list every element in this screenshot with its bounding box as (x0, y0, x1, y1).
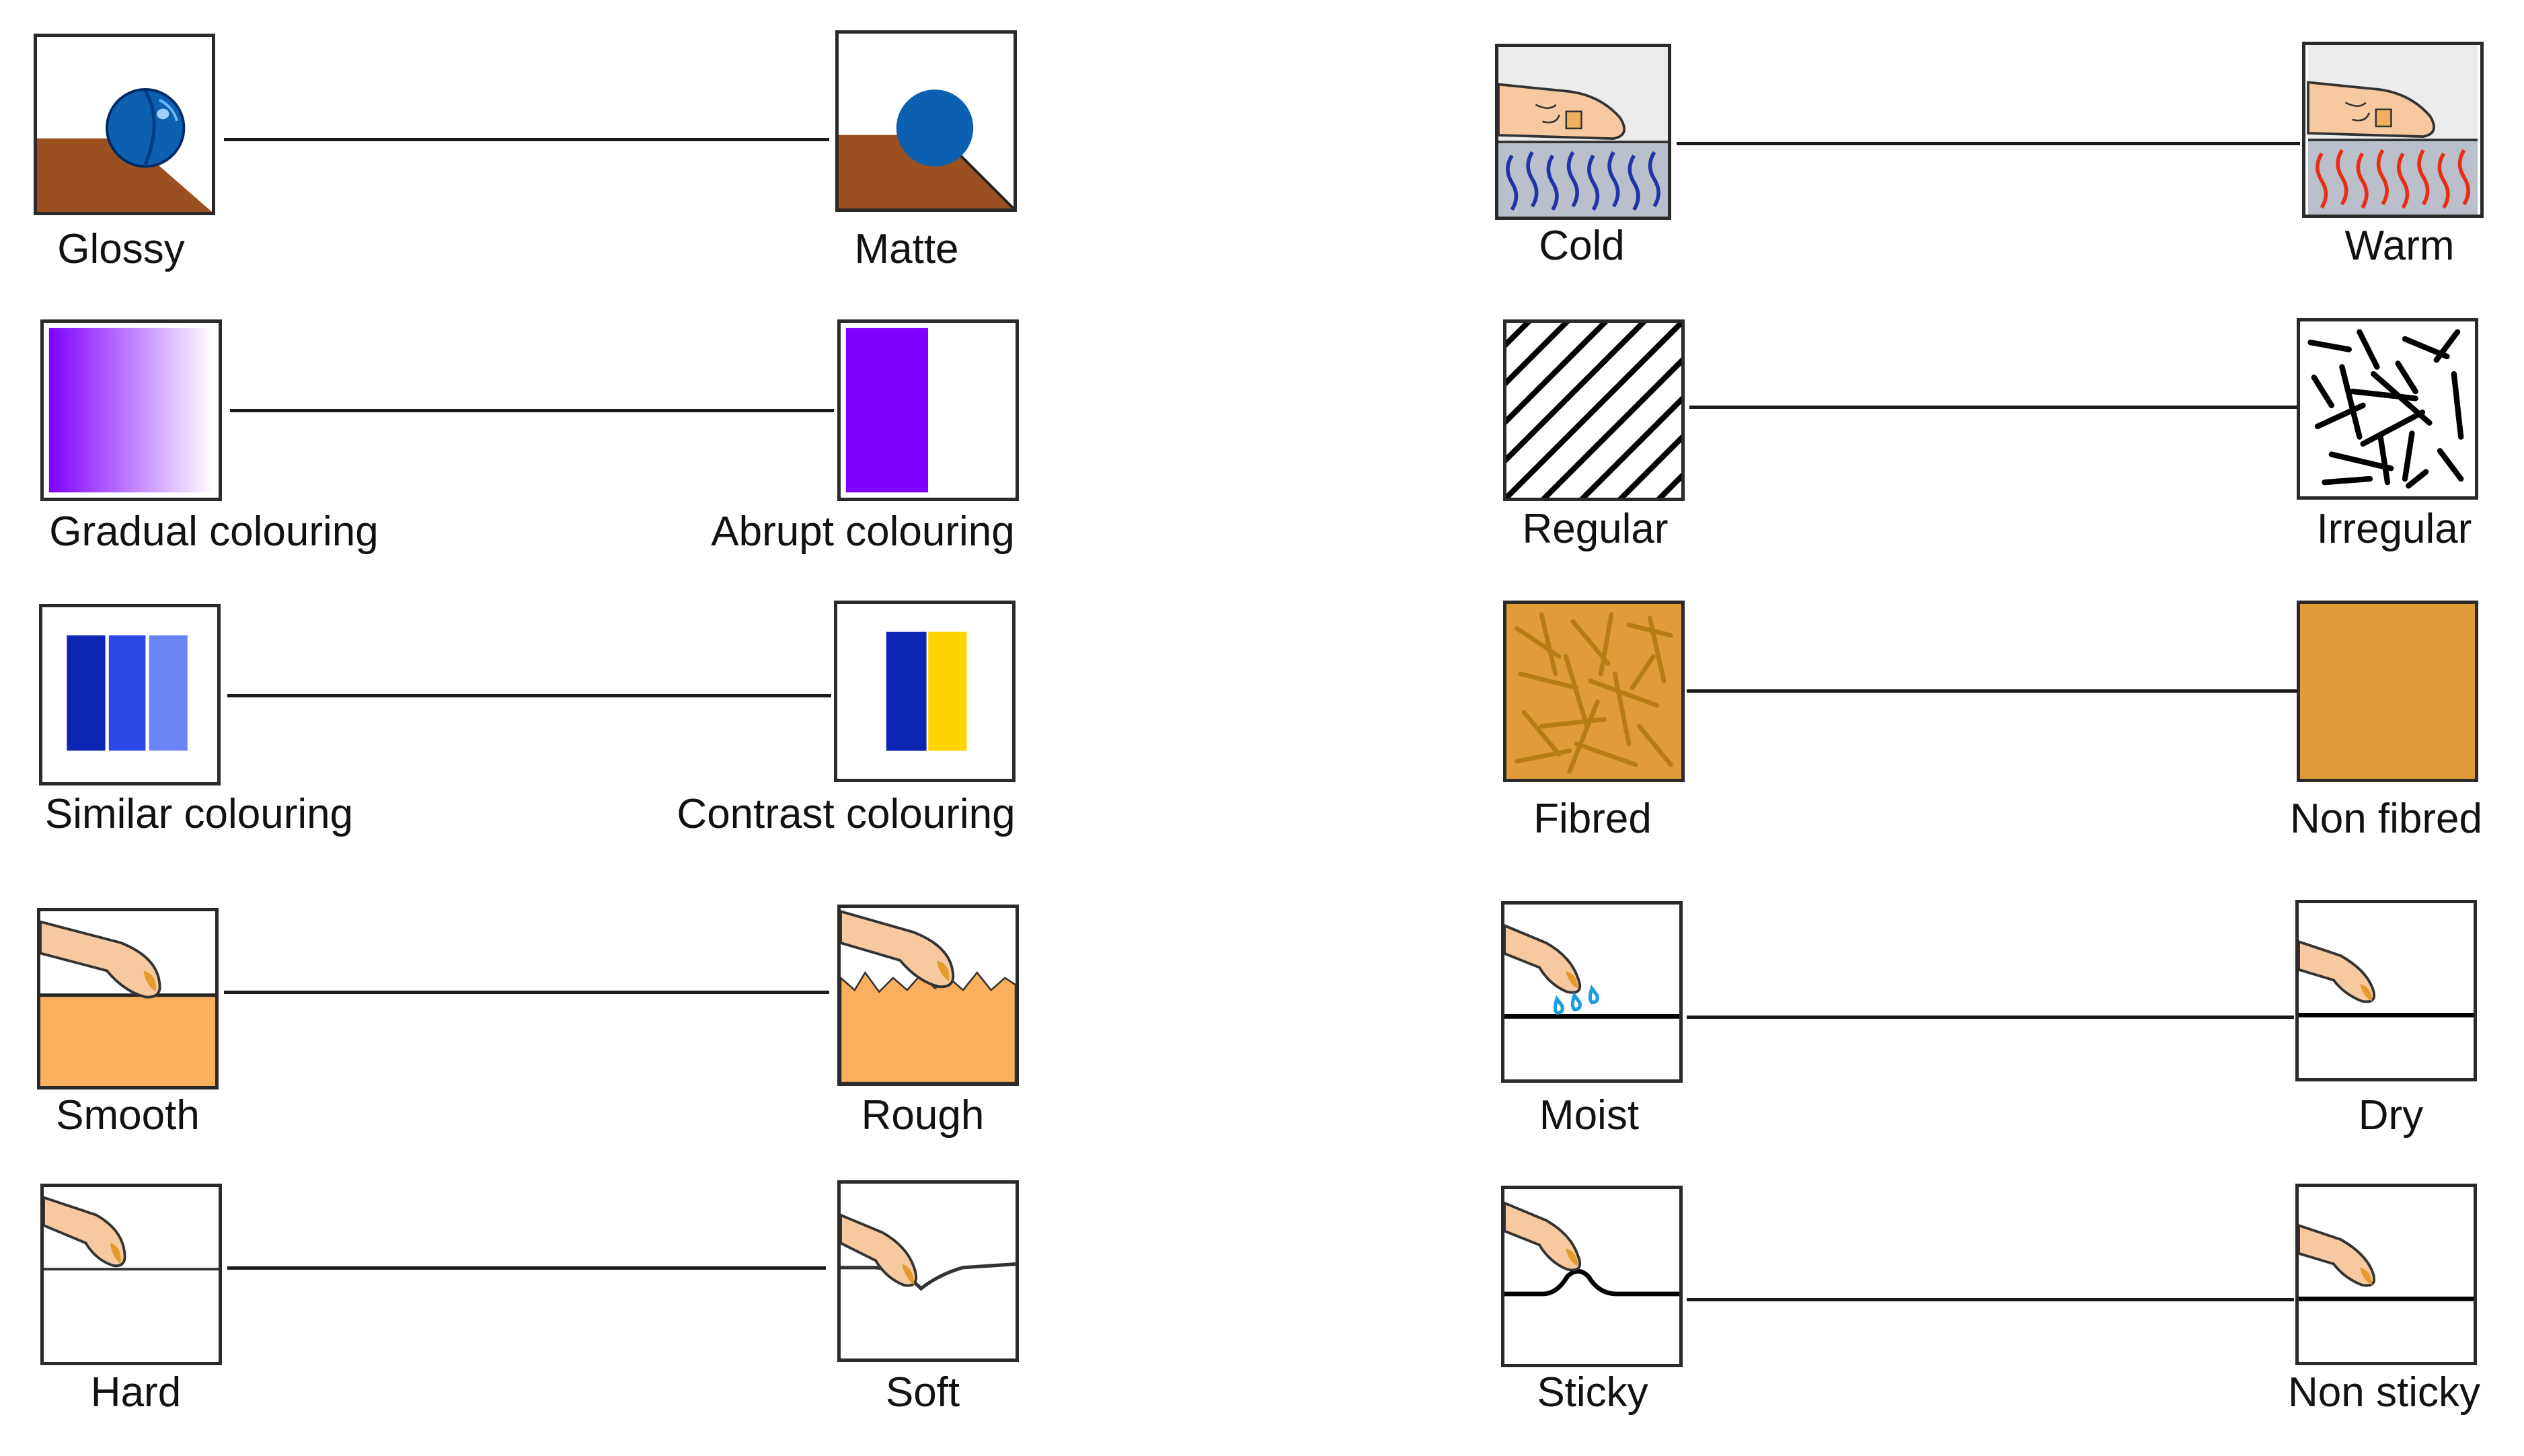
label-matte: Matte (854, 226, 959, 272)
label-gradual-colouring: Gradual colouring (49, 508, 379, 555)
label-irregular: Irregular (2316, 506, 2472, 552)
warm-plate-icon (2302, 42, 2484, 218)
label-cold: Cold (1539, 223, 1625, 269)
label-non-fibred: Non fibred (2289, 796, 2483, 842)
non-sticky-surface-icon (2295, 1184, 2477, 1365)
dry-finger-icon (2295, 900, 2477, 1081)
contrast-colour-icon (834, 601, 1016, 782)
scale-line-regularity (1689, 406, 2297, 409)
scale-line-stickiness (1687, 1298, 2294, 1301)
label-glossy: Glossy (57, 226, 185, 272)
label-similar-colouring: Similar colouring (44, 791, 354, 837)
hard-surface-icon (40, 1184, 222, 1365)
glossy-ball-icon (34, 34, 215, 215)
label-abrupt-colouring: Abrupt colouring (711, 508, 1015, 555)
label-fibred: Fibred (1533, 796, 1652, 842)
label-sticky: Sticky (1537, 1369, 1648, 1416)
scale-line-hardness (227, 1266, 826, 1270)
gradual-colour-icon (40, 319, 222, 501)
scale-line-temperature (1677, 142, 2300, 145)
fibred-texture-icon (1503, 601, 1685, 782)
scale-line-gradient (230, 409, 834, 412)
label-smooth: Smooth (56, 1092, 200, 1139)
label-rough: Rough (861, 1092, 985, 1139)
soft-surface-icon (837, 1180, 1019, 1362)
moist-finger-icon (1501, 901, 1683, 1083)
similar-colour-icon (39, 604, 221, 786)
label-moist: Moist (1539, 1092, 1640, 1139)
label-regular: Regular (1522, 506, 1669, 552)
non-fibred-texture-icon (2297, 601, 2478, 782)
label-hard: Hard (90, 1369, 182, 1416)
scale-line-contrast (227, 694, 831, 697)
cold-plate-icon (1495, 44, 1671, 220)
label-soft: Soft (885, 1369, 960, 1416)
abrupt-colour-icon (837, 319, 1019, 501)
label-non-sticky: Non sticky (2288, 1369, 2480, 1416)
regular-hatch-icon (1503, 319, 1685, 501)
label-dry: Dry (2358, 1092, 2424, 1139)
scale-line-gloss (224, 138, 829, 141)
smooth-surface-icon (37, 908, 219, 1089)
matte-ball-icon (835, 30, 1017, 212)
scale-line-moisture (1687, 1016, 2294, 1019)
rough-surface-icon (837, 905, 1019, 1086)
sticky-surface-icon (1501, 1186, 1683, 1367)
label-warm: Warm (2344, 223, 2455, 269)
irregular-lines-icon (2297, 318, 2478, 500)
scale-line-roughness (224, 991, 829, 994)
label-contrast-colouring: Contrast colouring (677, 791, 1016, 837)
scale-line-fibre (1687, 689, 2297, 693)
